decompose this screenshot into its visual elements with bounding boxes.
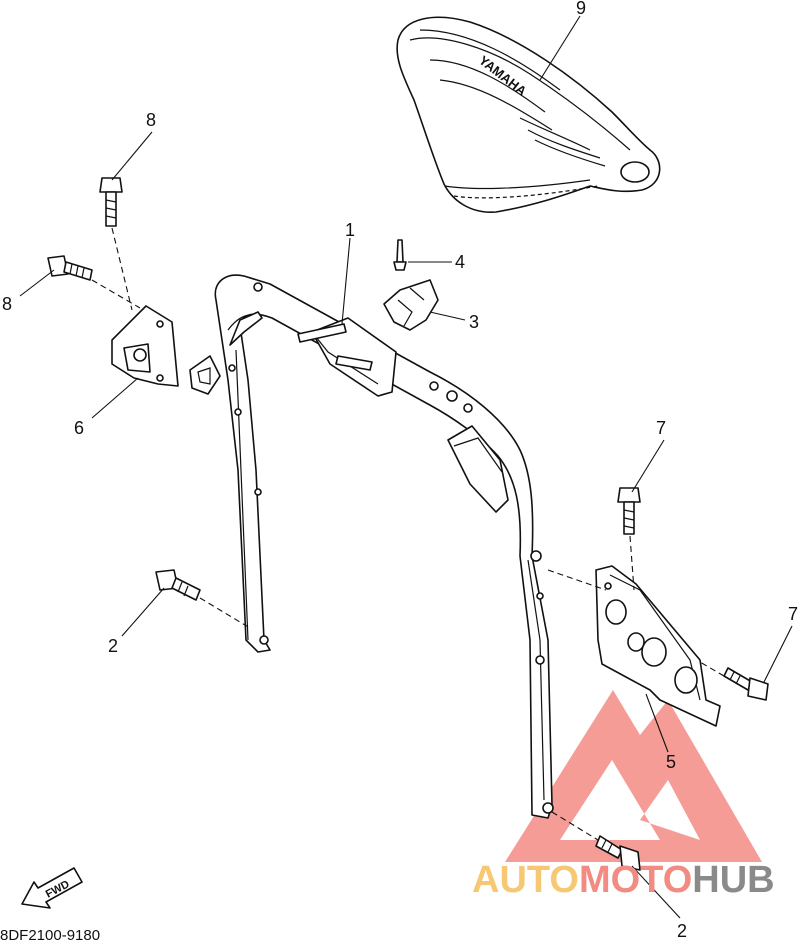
watermark-text: AUTOMOTOHUB [472,859,775,901]
clip-part-3 [383,279,439,331]
callout-7-lower: 7 [788,604,798,624]
watermark-logo [505,690,762,862]
bolt-part-8-lower [47,255,93,281]
callout-4: 4 [455,252,465,272]
callout-6: 6 [74,418,84,438]
bracket-part-5 [595,565,721,727]
fwd-arrow-icon: FWD [21,867,83,909]
bolt-part-7-lower [723,667,769,701]
callout-8-upper: 8 [146,110,156,130]
callout-3: 3 [469,312,479,332]
bolt-part-2-right [595,835,641,871]
callout-8-lower: 8 [2,294,12,314]
seat-part-9: YAMAHA [396,16,661,213]
bar-part-1 [214,274,554,819]
bolt-part-2-left [155,569,201,601]
watermark-triangle [505,690,762,862]
callout-9: 9 [576,0,586,18]
callout-7-upper: 7 [656,418,666,438]
watermark-auto: AUTO [472,859,579,901]
pin-part-4 [393,239,407,271]
bolt-part-8-upper [99,177,123,227]
diagram-code: 8DF2100-9180 [0,927,100,942]
callout-1: 1 [345,220,355,240]
callout-2-right: 2 [677,921,687,941]
bracket-part-6 [111,305,221,395]
watermark-hub: HUB [692,859,774,901]
callout-5: 5 [666,752,676,772]
bolt-part-7-upper [617,487,641,535]
callout-2-left: 2 [108,636,118,656]
watermark-moto: MOTO [579,859,692,901]
